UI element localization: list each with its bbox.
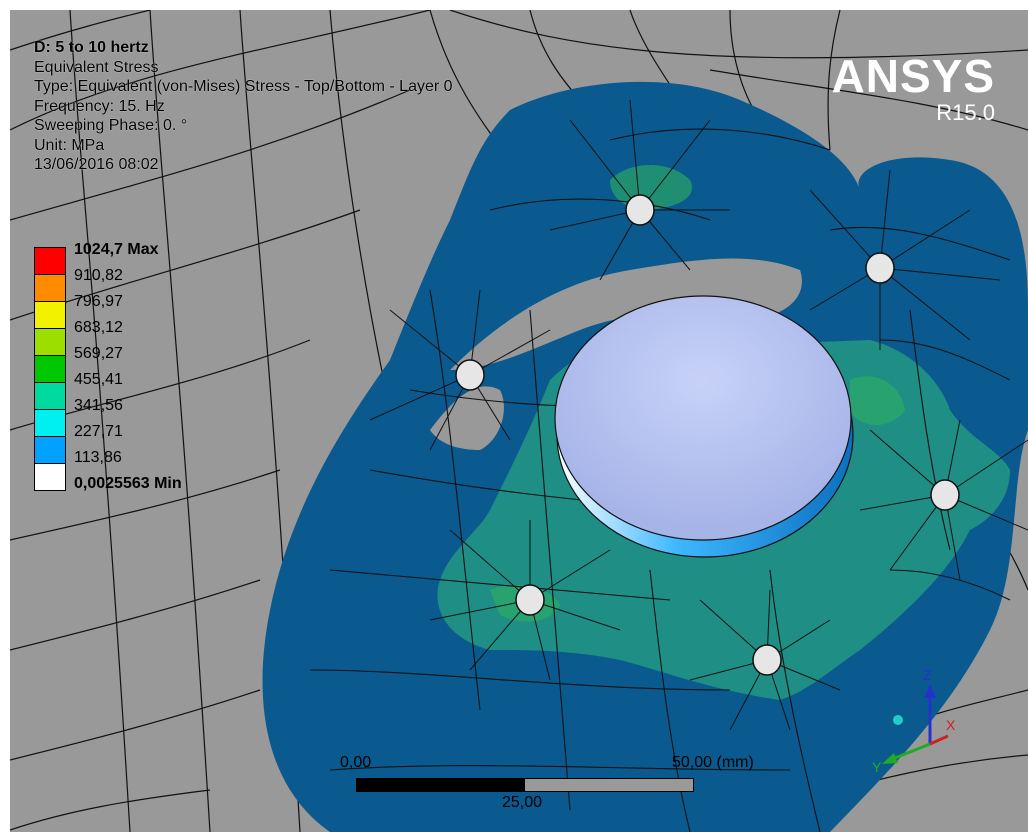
logo-version: R15.0 xyxy=(936,100,995,125)
result-unit: Unit: MPa xyxy=(34,136,105,154)
result-timestamp: 13/06/2016 08:02 xyxy=(34,156,159,173)
result-frequency: Frequency: 15. Hz xyxy=(34,97,165,115)
bolt-hole xyxy=(455,359,485,391)
triad-z-label: Z xyxy=(923,667,932,683)
scale-right-label: 50,00 (mm) xyxy=(672,754,754,771)
gray-cutout-left xyxy=(430,386,504,450)
legend-swatch xyxy=(34,436,66,463)
bolt-hole xyxy=(865,252,895,284)
bolt-hole xyxy=(625,194,655,226)
legend-tick: 910,82 xyxy=(74,267,123,284)
scale-track xyxy=(356,778,694,792)
axis-triad[interactable]: Z X Y xyxy=(860,664,960,774)
legend-tick: 227,71 xyxy=(74,423,123,440)
triad-x-label: X xyxy=(946,717,956,733)
legend-tick: 455,41 xyxy=(74,371,123,388)
legend-tick: 683,12 xyxy=(74,319,123,336)
legend-swatch xyxy=(34,409,66,436)
result-type: Type: Equivalent (von-Mises) Stress - To… xyxy=(34,78,453,95)
legend-tick: 113,86 xyxy=(74,449,122,466)
graphics-viewport[interactable]: D: 5 to 10 hertz Equivalent Stress Type:… xyxy=(10,10,1028,832)
bolt-hole xyxy=(930,479,960,511)
result-title: D: 5 to 10 hertz xyxy=(34,39,149,56)
bolt-holes xyxy=(455,194,960,676)
legend-swatch xyxy=(34,382,66,409)
triad-y-label: Y xyxy=(872,759,882,774)
central-shaft xyxy=(554,295,854,558)
part-mesh xyxy=(309,128,1011,832)
scale-bar: 0,00 50,00 (mm) 25,00 xyxy=(340,754,754,814)
legend-swatch xyxy=(34,301,66,328)
result-phase: Sweeping Phase: 0. ° xyxy=(34,117,188,134)
scale-left-label: 0,00 xyxy=(340,754,372,771)
model-view[interactable] xyxy=(10,10,1028,832)
legend-swatch xyxy=(34,328,66,355)
legend-tick: 796,97 xyxy=(74,293,123,310)
logo-brand: ANSYS xyxy=(831,50,995,102)
legend-color-bar xyxy=(34,247,68,491)
shaft-top-face xyxy=(554,295,852,541)
legend-tick: 341,56 xyxy=(74,397,123,414)
bolt-hole xyxy=(515,584,545,616)
legend-swatch xyxy=(34,463,66,491)
result-info: D: 5 to 10 hertz Equivalent Stress Type:… xyxy=(34,38,453,175)
legend-swatch xyxy=(34,247,66,274)
legend-min-label: 0,0025563 Min xyxy=(74,475,182,492)
stress-region-green-3 xyxy=(850,376,905,425)
scale-middle-label: 25,00 xyxy=(502,794,543,811)
legend-tick: 569,27 xyxy=(74,345,123,362)
legend-swatch xyxy=(34,355,66,382)
legend-max-label: 1024,7 Max xyxy=(74,241,159,258)
hole-spokes xyxy=(369,99,1028,731)
ansys-logo: ANSYS R15.0 xyxy=(832,52,995,126)
legend-swatch xyxy=(34,274,66,301)
scale-fill xyxy=(357,779,525,791)
bolt-hole xyxy=(752,644,782,676)
result-name: Equivalent Stress xyxy=(34,58,159,76)
